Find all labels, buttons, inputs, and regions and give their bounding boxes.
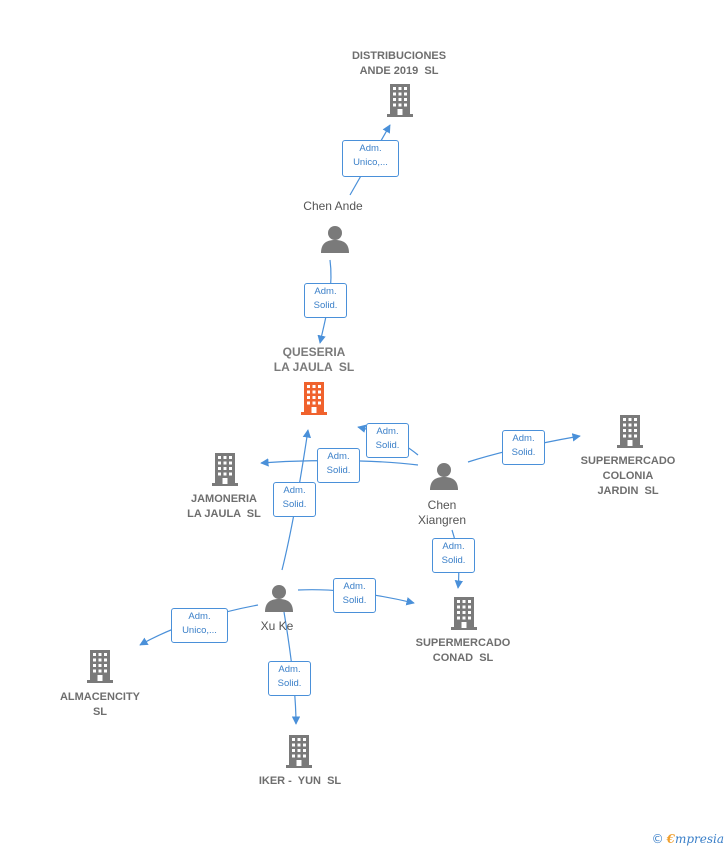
edge-label[interactable]: Adm. Solid. [432,538,475,573]
person-xu-ke-label[interactable]: Xu Ke [260,619,294,633]
person-chen-ande-label[interactable]: Chen Ande [303,199,363,213]
edge-label[interactable]: Adm. Solid. [273,482,316,517]
building-icon [451,597,477,630]
edge-label[interactable]: Adm. Solid. [366,423,409,458]
person-chen-xiangren-label[interactable]: Chen Xiangren [417,498,467,527]
edge-label[interactable]: Adm. Solid. [502,430,545,465]
person-icon [265,585,293,612]
building-icon [387,84,413,117]
copyright-icon: © [651,832,664,846]
building-icon [212,453,238,486]
person-icon [430,463,458,490]
company-queseria-label[interactable]: QUESERIA LA JAULA SL [273,345,355,374]
person-icon [321,226,349,253]
edge-label[interactable]: Adm. Unico,... [342,140,399,177]
building-icon [87,650,113,683]
company-supermercado-conad-label[interactable]: SUPERMERCADO CONAD SL [415,637,511,664]
edge-label[interactable]: Adm. Solid. [333,578,376,613]
edge-label[interactable]: Adm. Solid. [268,661,311,696]
edge-label[interactable]: Adm. Solid. [317,448,360,483]
company-jamoneria-label[interactable]: JAMONERIA LA JAULA SL [187,493,261,520]
company-supermercado-colonia-label[interactable]: SUPERMERCADO COLONIA JARDIN SL [580,455,676,497]
building-icon [286,735,312,768]
company-distribuciones-label[interactable]: DISTRIBUCIONES ANDE 2019 SL [351,50,447,77]
company-iker-label[interactable]: IKER - YUN SL [258,775,342,787]
brand-name: mpresia [674,832,724,846]
edge-label[interactable]: Adm. Solid. [304,283,347,318]
brand-logo: ©€mpresia [652,832,724,846]
building-icon [617,415,643,448]
brand-initial: € [666,832,675,846]
company-almacencity-label[interactable]: ALMACENCITY SL [59,691,141,718]
building-icon-main [301,382,327,415]
edge-label[interactable]: Adm. Unico,... [171,608,228,643]
